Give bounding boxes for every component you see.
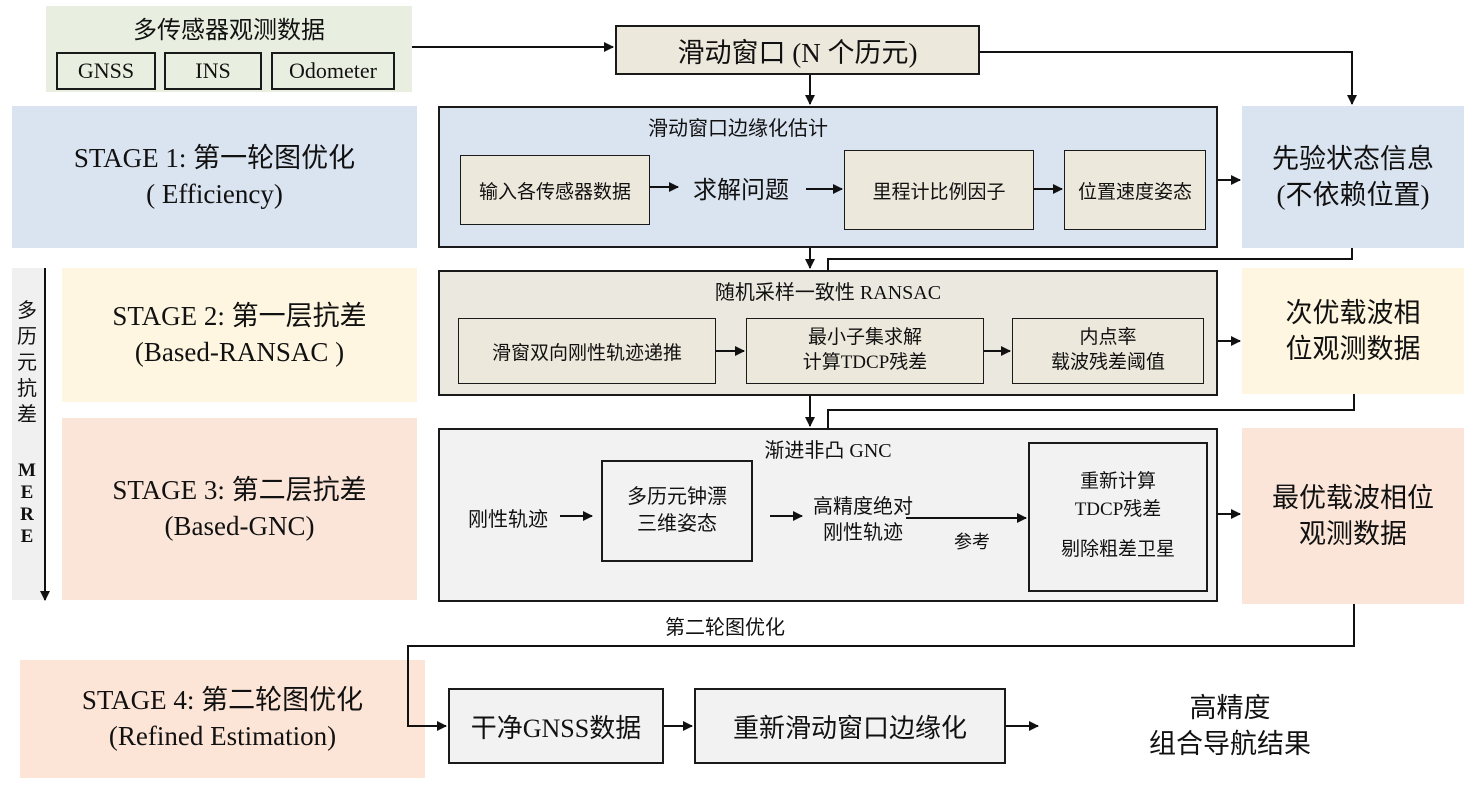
stage2-step-min-subset: 最小子集求解 计算TDCP残差: [746, 318, 984, 384]
stage3-label-subtitle: (Based-GNC): [164, 511, 315, 541]
side-latin-3: E: [20, 526, 34, 547]
stage2-title: 随机采样一致性 RANSAC: [714, 281, 942, 304]
stage3-recompute-line1: 重新计算: [1079, 470, 1156, 492]
input-item-odometer: Odometer: [271, 52, 395, 90]
side-char-4: 差: [17, 403, 37, 426]
stage4-label-subtitle: (Refined Estimation): [108, 721, 337, 751]
stage4-label: STAGE 4: 第二轮图优化 (Refined Estimation): [20, 660, 425, 778]
second-round-label: 第二轮图优化: [665, 616, 785, 639]
stage2-step-rigid-trajectory: 滑窗双向刚性轨迹递推: [458, 318, 716, 384]
stage2-output: 次优载波相 位观测数据: [1242, 268, 1464, 394]
stage3-step-recompute: 重新计算 TDCP残差 剔除粗差卫星: [1028, 442, 1208, 592]
side-char-0: 多: [17, 299, 37, 322]
mere-side-label: 多 历 元 抗 差 M E R E: [12, 268, 46, 600]
input-item-gnss: GNSS: [56, 52, 156, 90]
stage4-label-title: STAGE 4: 第二轮图优化: [81, 685, 364, 716]
stage4-step-re-marginalize: 重新滑动窗口边缘化: [694, 688, 1006, 764]
stage1-label: STAGE 1: 第一轮图优化 ( Efficiency): [12, 106, 417, 248]
sensor-input-title: 多传感器观测数据: [133, 17, 325, 44]
stage3-step-rigid: 刚性轨迹: [468, 508, 548, 531]
stage1-step-input: 输入各传感器数据: [460, 155, 650, 225]
stage1-step-solve: 求解问题: [693, 177, 789, 204]
side-latin-1: E: [20, 482, 34, 503]
stage3-label: STAGE 3: 第二层抗差 (Based-GNC): [62, 418, 417, 600]
stage1-label-subtitle: ( Efficiency): [146, 179, 283, 209]
stage2-label: STAGE 2: 第一层抗差 (Based-RANSAC ): [62, 268, 417, 402]
stage4-result: 高精度 组合导航结果: [1149, 692, 1311, 759]
stage4-step-clean-gnss: 干净GNSS数据: [448, 688, 664, 764]
side-latin-0: M: [18, 460, 36, 481]
stage1-step-pva: 位置速度姿态: [1064, 150, 1206, 230]
input-item-ins: INS: [164, 52, 262, 90]
stage3-recompute-line3: 剔除粗差卫星: [1060, 538, 1175, 560]
stage3-output: 最优载波相位 观测数据: [1242, 428, 1464, 604]
side-char-1: 历: [17, 325, 37, 348]
stage1-step-odometer-scale: 里程计比例因子: [844, 150, 1034, 230]
sensor-input-panel: 多传感器观测数据 GNSS INS Odometer: [46, 6, 412, 92]
stage2-label-subtitle: (Based-RANSAC ): [134, 337, 345, 367]
side-latin-2: R: [20, 504, 34, 525]
stage3-recompute-line2: TDCP残差: [1074, 498, 1162, 520]
line-prior-feedback: [827, 248, 1353, 270]
stage2-label-title: STAGE 2: 第一层抗差: [112, 301, 367, 332]
side-char-2: 元: [17, 351, 37, 374]
arrow-optimal-to-stage4: [407, 604, 1355, 731]
arrow-window-to-prior: [980, 51, 1357, 105]
side-char-3: 抗: [17, 377, 37, 400]
stage3-label-title: STAGE 3: 第二层抗差: [112, 475, 367, 506]
stage2-step-inlier-ratio: 内点率 载波残差阈值: [1012, 318, 1204, 384]
stage1-title: 滑动窗口边缘化估计: [648, 117, 828, 140]
stage3-step-clock-drift: 多历元钟漂 三维姿态: [601, 460, 753, 562]
stage1-label-title: STAGE 1: 第一轮图优化: [73, 143, 356, 174]
stage3-title: 渐进非凸 GNC: [764, 439, 892, 462]
stage3-ref-label: 参考: [954, 532, 990, 552]
line-suboptimal-feedback: [827, 394, 1355, 428]
sliding-window-box: 滑动窗口 (N 个历元): [615, 25, 980, 75]
stage3-step-absolute-trajectory: 高精度绝对 刚性轨迹: [813, 496, 913, 544]
stage1-output: 先验状态信息 (不依赖位置): [1242, 106, 1464, 248]
